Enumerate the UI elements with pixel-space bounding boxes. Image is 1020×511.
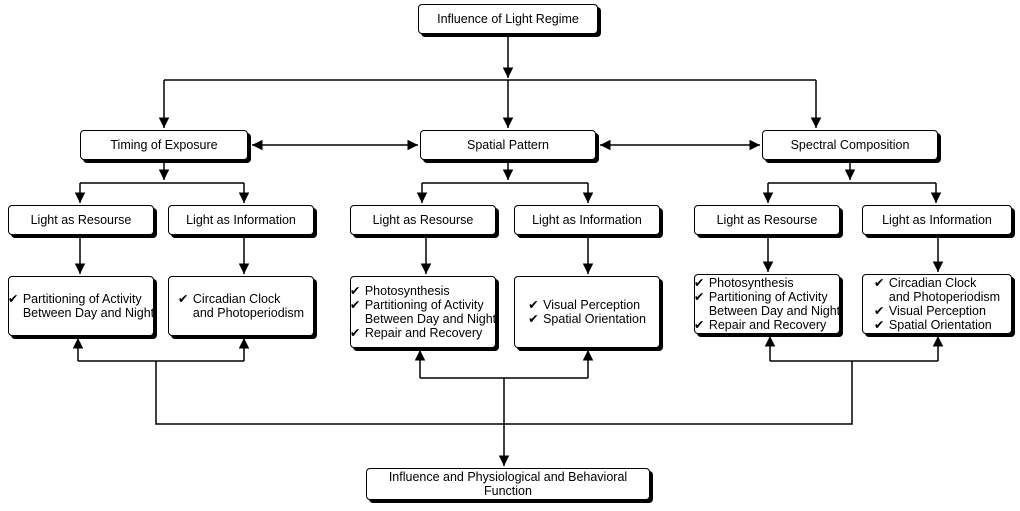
spectral-node: Spectral Composition [762, 130, 938, 160]
checklist-text: Partitioning of Activity Between Day and… [708, 290, 841, 318]
checklist-text: Visual Perception [543, 298, 641, 312]
checklist-text: Partitioning of Activity Between Day and… [22, 292, 155, 320]
checklist-item: ✔ Visual Perception [528, 298, 646, 312]
spatial-information-label: Light as Information [532, 213, 642, 227]
root-node: Influence of Light Regime [418, 4, 598, 34]
check-icon: ✔ [528, 312, 539, 326]
root-label: Influence of Light Regime [437, 12, 579, 26]
checklist-item: ✔Spatial Orientation [874, 318, 1000, 332]
checklist-item: ✔Repair and Recovery [350, 326, 496, 340]
spatial-node: Spatial Pattern [420, 130, 596, 160]
spectral-information-list: ✔Circadian Clock and Photoperiodism✔Visu… [862, 274, 1012, 334]
spectral-information-label: Light as Information [882, 213, 992, 227]
checklist-item: ✔Photosynthesis [350, 284, 496, 298]
check-icon: ✔ [349, 326, 361, 340]
checklist-item: ✔Repair and Recovery [694, 318, 840, 332]
checklist-item: ✔Visual Perception [874, 304, 1000, 318]
check-icon: ✔ [7, 292, 19, 306]
check-icon: ✔ [693, 290, 705, 304]
spatial-information-list: ✔ Visual Perception ✔ Spatial Orientation [514, 276, 660, 348]
timing-information-label: Light as Information [186, 213, 296, 227]
checklist-text: Repair and Recovery [708, 318, 827, 332]
outcome-label: Influence and Physiological and Behavior… [388, 470, 628, 498]
spatial-information-node: Light as Information [514, 205, 660, 235]
outcome-node: Influence and Physiological and Behavior… [366, 468, 650, 500]
timing-information-list: ✔Circadian Clock and Photoperiodism [168, 276, 314, 336]
timing-resource-list: ✔Partitioning of Activity Between Day an… [8, 276, 154, 336]
check-icon: ✔ [349, 284, 361, 298]
spectral-resource-list: ✔Photosynthesis✔Partitioning of Activity… [694, 274, 840, 334]
checklist-text: Repair and Recovery [364, 326, 483, 340]
checklist-item: ✔ Spatial Orientation [528, 312, 646, 326]
checklist-text: Spatial Orientation [888, 318, 992, 332]
spectral-information-node: Light as Information [862, 205, 1012, 235]
checklist-item: ✔Partitioning of Activity Between Day an… [694, 290, 840, 318]
check-icon: ✔ [873, 304, 885, 318]
check-icon: ✔ [177, 292, 189, 306]
spatial-resource-node: Light as Resourse [350, 205, 496, 235]
checklist-text: Photosynthesis [708, 276, 794, 290]
checklist-text: Visual Perception [888, 304, 986, 318]
spectral-resource-label: Light as Resourse [716, 213, 818, 227]
checklist-text: Spatial Orientation [543, 312, 646, 326]
spectral-label: Spectral Composition [790, 138, 910, 152]
checklist-text: Photosynthesis [364, 284, 450, 298]
checklist-item: ✔Partitioning of Activity Between Day an… [350, 298, 496, 326]
checklist-item: ✔Photosynthesis [694, 276, 840, 290]
spatial-resource-list: ✔Photosynthesis✔Partitioning of Activity… [350, 276, 496, 348]
checklist-item: ✔Circadian Clock and Photoperiodism [178, 292, 304, 320]
spatial-label: Spatial Pattern [467, 138, 549, 152]
timing-label: Timing of Exposure [110, 138, 218, 152]
check-icon: ✔ [693, 318, 705, 332]
checklist-text: Circadian Clock and Photoperiodism [192, 292, 305, 320]
timing-resource-label: Light as Resourse [30, 213, 132, 227]
check-icon: ✔ [528, 298, 539, 312]
spatial-resource-label: Light as Resourse [372, 213, 474, 227]
checklist-item: ✔Partitioning of Activity Between Day an… [8, 292, 154, 320]
timing-resource-node: Light as Resourse [8, 205, 154, 235]
timing-information-node: Light as Information [168, 205, 314, 235]
checklist-item: ✔Circadian Clock and Photoperiodism [874, 276, 1000, 304]
checklist-text: Partitioning of Activity Between Day and… [364, 298, 497, 326]
spectral-resource-node: Light as Resourse [694, 205, 840, 235]
check-icon: ✔ [873, 276, 885, 290]
check-icon: ✔ [873, 318, 885, 332]
check-icon: ✔ [349, 298, 361, 312]
check-icon: ✔ [693, 276, 705, 290]
timing-node: Timing of Exposure [80, 130, 248, 160]
checklist-text: Circadian Clock and Photoperiodism [888, 276, 1001, 304]
